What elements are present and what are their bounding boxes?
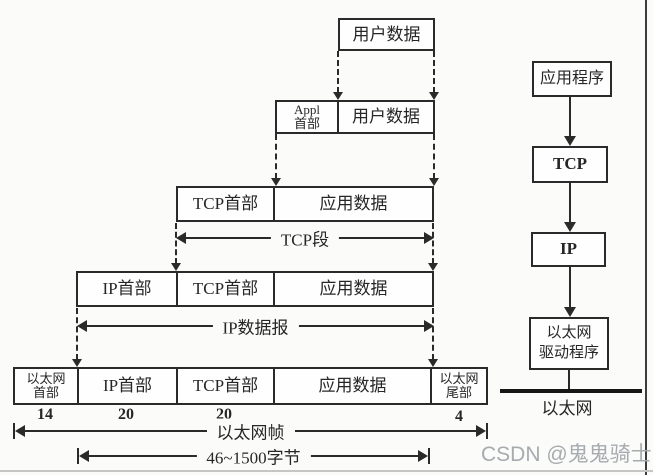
row-appl-message: Appl 首部 用户数据	[275, 100, 435, 134]
byte-count-ip-header: 20	[118, 406, 134, 423]
cell-tcp-header: TCP首部	[192, 194, 259, 214]
measure-label: TCP段	[270, 225, 340, 251]
left-arrowhead-icon	[79, 450, 89, 462]
row-ip-datagram: IP首部 TCP首部 应用数据	[76, 271, 434, 307]
flow-down-arrow	[563, 183, 577, 232]
cell-app-data: 应用数据	[273, 369, 430, 403]
cell-ip-header: IP首部	[77, 369, 176, 403]
arrowhead-icon	[72, 359, 82, 367]
stack-box-tcp: TCP	[532, 146, 608, 183]
right-arrowhead-icon	[476, 425, 486, 437]
right-arrowhead-icon	[424, 232, 434, 244]
cell-tcp-header: TCP首部	[176, 273, 273, 305]
measure-label: IP数据报	[212, 313, 299, 339]
left-arrowhead-icon	[176, 232, 186, 244]
ethernet-bus-line	[500, 389, 642, 393]
left-arrowhead-icon	[15, 425, 25, 437]
dashed-down-arrow	[332, 51, 344, 100]
cell-ethernet-trailer: 以太网 尾部	[430, 369, 486, 403]
cell-app-data: 应用数据	[273, 273, 432, 305]
right-arrowhead-icon	[424, 320, 434, 332]
ethernet-bus-label: 以太网	[541, 399, 593, 418]
cell-user-data: 用户数据	[337, 102, 433, 132]
arrowhead-icon	[564, 307, 576, 317]
page-edge-bottom	[0, 470, 653, 472]
bus-connector-line	[568, 370, 570, 390]
arrowhead-icon	[171, 263, 181, 271]
measure-payload-size: 46~1500字节	[77, 443, 430, 469]
dashed-down-arrow	[270, 134, 282, 186]
row-user-data: 用户数据	[338, 18, 435, 51]
measure-label: 以太网帧	[206, 418, 295, 444]
cell-tcp-header: TCP首部	[176, 369, 273, 403]
dashed-down-arrow	[427, 308, 439, 367]
stack-box-ip: IP	[531, 232, 606, 267]
arrowhead-icon	[429, 92, 439, 100]
dashed-down-arrow	[428, 134, 440, 186]
left-arrowhead-icon	[77, 320, 87, 332]
arrowhead-icon	[271, 178, 281, 186]
row-ethernet-frame: 以太网 首部 IP首部 TCP首部 应用数据 以太网 尾部	[13, 367, 488, 405]
cell-app-data: 应用数据	[273, 188, 432, 220]
dashed-down-arrow	[71, 308, 83, 367]
csdn-watermark: CSDN @鬼鬼骑士	[481, 443, 652, 466]
stack-box-ethernet-driver: 以太网 驱动程序	[529, 317, 609, 370]
arrowhead-icon	[564, 136, 576, 146]
dashed-down-arrow	[428, 51, 440, 100]
row-tcp-segment: TCP首部 应用数据	[176, 186, 434, 222]
measure-tcp-segment: TCP段	[176, 225, 434, 251]
cell-ip-header: IP首部	[102, 279, 152, 299]
page-edge-right	[645, 0, 647, 475]
arrowhead-icon	[428, 263, 438, 271]
flow-down-arrow	[563, 267, 577, 317]
cell-appl-header: Appl 首部	[293, 102, 320, 131]
arrowhead-icon	[333, 92, 343, 100]
right-arrowhead-icon	[418, 450, 428, 462]
measure-ethernet-frame: 以太网帧	[13, 418, 488, 444]
arrowhead-icon	[428, 359, 438, 367]
arrowhead-icon	[429, 178, 439, 186]
cell-ethernet-header: 以太网 首部	[26, 371, 66, 400]
measure-label: 46~1500字节	[196, 443, 311, 469]
arrowhead-icon	[564, 222, 576, 232]
stack-box-application: 应用程序	[532, 61, 612, 97]
cell-user-data: 用户数据	[352, 24, 421, 44]
flow-down-arrow	[563, 97, 577, 146]
measure-ip-datagram: IP数据报	[77, 313, 434, 339]
byte-count-ethernet-header: 14	[37, 406, 53, 423]
byte-count-ethernet-trailer: 4	[455, 408, 463, 425]
